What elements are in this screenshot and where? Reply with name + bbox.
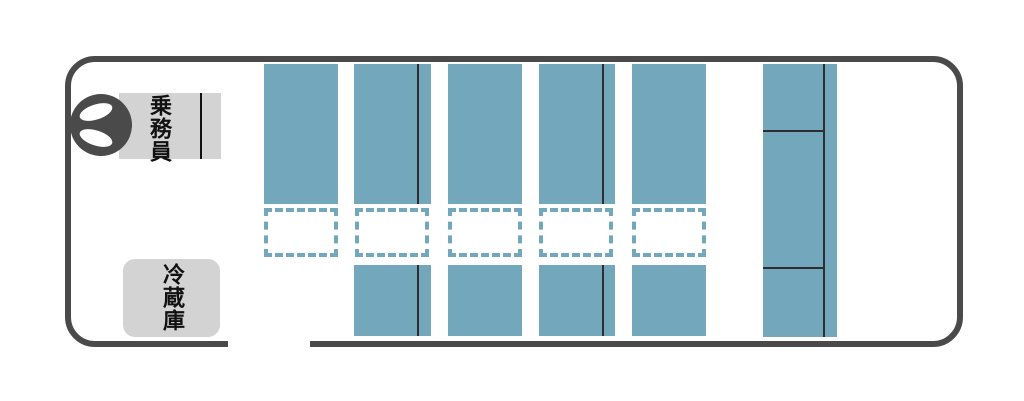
crew-seat-label: 乗務員 bbox=[146, 94, 171, 163]
rear-block-horizontal-divider-2 bbox=[763, 267, 823, 269]
berth-upper-1 bbox=[264, 64, 338, 204]
berth-lower-3 bbox=[448, 265, 522, 336]
crew-seat-divider-line bbox=[200, 93, 202, 159]
berth-upper-2 bbox=[354, 64, 431, 204]
dashed-floor-space-1 bbox=[264, 208, 338, 257]
berth-lower-5 bbox=[632, 265, 706, 336]
berth-lower-2 bbox=[354, 265, 431, 336]
steering-wheel-icon bbox=[70, 94, 132, 156]
berth-divider-line bbox=[602, 265, 604, 336]
berth-divider-line bbox=[602, 64, 604, 204]
dashed-floor-space-5 bbox=[632, 208, 706, 257]
refrigerator-label: 冷蔵庫 bbox=[159, 263, 184, 332]
rear-block-vertical-divider bbox=[823, 64, 825, 337]
berth-divider-line bbox=[417, 265, 419, 336]
dashed-floor-space-2 bbox=[355, 208, 429, 257]
dashed-floor-space-3 bbox=[448, 208, 522, 257]
berth-upper-3 bbox=[448, 64, 522, 204]
refrigerator-box: 冷蔵庫 bbox=[123, 259, 220, 337]
bus-body-outline bbox=[65, 56, 963, 347]
dashed-floor-space-4 bbox=[539, 208, 613, 257]
rear-berth-block bbox=[763, 64, 837, 337]
berth-upper-4 bbox=[539, 64, 615, 204]
rear-block-horizontal-divider-1 bbox=[763, 130, 823, 132]
berth-lower-4 bbox=[539, 265, 615, 336]
entrance-door-gap bbox=[228, 339, 310, 350]
berth-upper-5 bbox=[632, 64, 706, 204]
berth-divider-line bbox=[417, 64, 419, 204]
crew-seat-box: 乗務員 bbox=[119, 93, 221, 163]
